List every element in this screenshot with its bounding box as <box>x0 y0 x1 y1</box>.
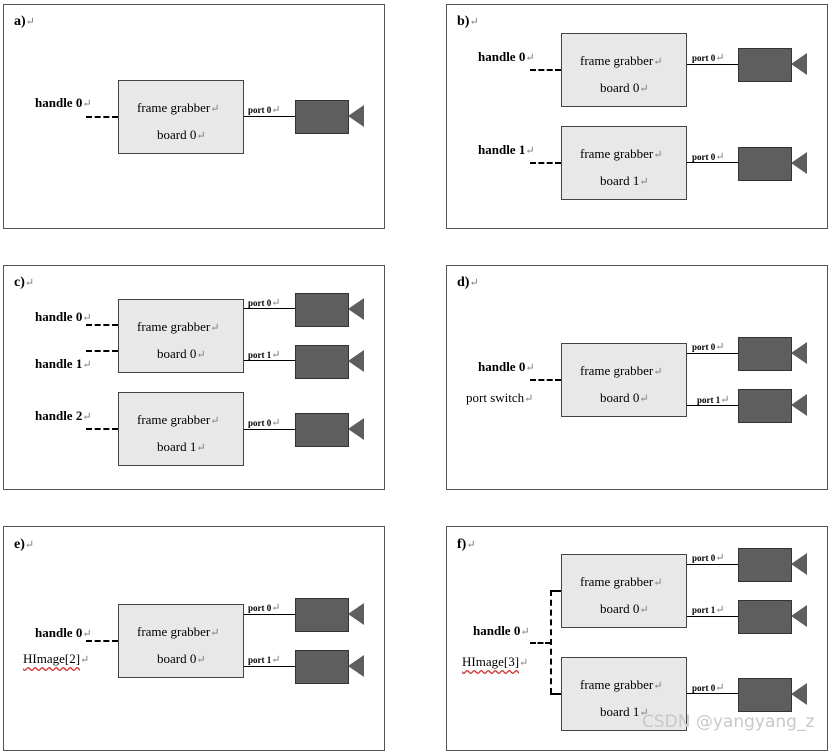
board-line1: frame grabber↵ <box>137 100 220 115</box>
panel-f-camera-0-icon <box>738 548 808 582</box>
panel-a-handle-0: handle 0↵ <box>35 95 92 110</box>
panel-c-port-0-top-line <box>244 308 296 309</box>
panel-c-handle-1-connector <box>86 350 118 352</box>
panel-e-handle-0: handle 0↵ <box>35 625 92 640</box>
panel-f-camera-1-icon <box>738 600 808 634</box>
panel-c-port-0-top-label: port 0↵ <box>248 297 281 309</box>
panel-d-port-0-label: port 0↵ <box>692 341 725 353</box>
panel-a-port-0-line <box>244 116 296 117</box>
board-line2: board 1↵ <box>157 439 206 454</box>
panel-c-camera-0-icon <box>295 293 365 327</box>
board-line1: frame grabber↵ <box>137 412 220 427</box>
panel-a-camera-icon <box>295 100 365 134</box>
board-line2: board 0↵ <box>157 127 206 142</box>
panel-c-handle-2-connector <box>86 428 118 430</box>
panel-b-handle-0-connector <box>530 69 561 71</box>
panel-e-port-1-label: port 1↵ <box>248 654 281 666</box>
board-line1: frame grabber↵ <box>580 53 663 68</box>
panel-c-camera-2-icon <box>295 413 365 447</box>
panel-f-board-1: frame grabber↵ board 1↵ <box>561 657 687 731</box>
panel-f-handle-0: handle 0↵ <box>473 623 530 638</box>
panel-b-label: b)↵ <box>457 14 479 29</box>
panel-a-label: a)↵ <box>14 14 35 29</box>
panel-c-port-1-label: port 1↵ <box>248 349 281 361</box>
panel-b-port-0-bottom-label: port 0↵ <box>692 151 725 163</box>
panel-d-handle-0: handle 0↵ <box>478 359 535 374</box>
panel-d-port-0-line <box>687 353 739 354</box>
panel-e-himage: HImage[2]↵ <box>23 651 90 666</box>
panel-f-port-0-bottom-label: port 0↵ <box>692 682 725 694</box>
board-line2: board 0↵ <box>600 601 649 616</box>
panel-e-port-1-line <box>244 666 296 667</box>
panel-c-board-0: frame grabber↵ board 0↵ <box>118 299 244 373</box>
panel-f-branch-connector <box>550 590 552 694</box>
panel-f-port-1-label: port 1↵ <box>692 604 725 616</box>
panel-b-handle-1: handle 1↵ <box>478 142 535 157</box>
panel-d-port-1-label: port 1↵ <box>697 394 730 406</box>
board-line1: frame grabber↵ <box>580 574 663 589</box>
panel-f-himage: HImage[3]↵ <box>462 654 529 669</box>
board-line2: board 1↵ <box>600 704 649 719</box>
panel-e-handle-0-connector <box>86 640 118 642</box>
panel-f-handle-0-connector <box>530 642 551 644</box>
panel-a-handle-0-connector <box>86 116 118 118</box>
panel-b-board-1: frame grabber↵ board 1↵ <box>561 126 687 200</box>
panel-c-handle-0-connector <box>86 324 118 326</box>
panel-f-camera-2-icon <box>738 678 808 712</box>
panel-b-camera-bottom-icon <box>738 147 808 181</box>
panel-d-board-0: frame grabber↵ board 0↵ <box>561 343 687 417</box>
panel-e-label: e)↵ <box>14 537 35 552</box>
panel-f-board-0: frame grabber↵ board 0↵ <box>561 554 687 628</box>
panel-c-camera-1-icon <box>295 345 365 379</box>
board-line1: frame grabber↵ <box>580 146 663 161</box>
panel-d-handle-0-connector <box>530 379 561 381</box>
panel-b-port-0-top-line <box>687 64 739 65</box>
panel-e-camera-1-icon <box>295 650 365 684</box>
panel-f-port-0-top-label: port 0↵ <box>692 552 725 564</box>
panel-b-camera-top-icon <box>738 48 808 82</box>
panel-f-label: f)↵ <box>457 537 476 552</box>
board-line1: frame grabber↵ <box>580 363 663 378</box>
panel-d-label: d)↵ <box>457 275 479 290</box>
panel-e-camera-0-icon <box>295 598 365 632</box>
board-line1: frame grabber↵ <box>137 624 220 639</box>
panel-b-handle-1-connector <box>530 162 561 164</box>
panel-c-handle-1: handle 1↵ <box>35 356 92 371</box>
panel-f-branch-bottom <box>550 693 561 695</box>
board-line2: board 1↵ <box>600 173 649 188</box>
panel-d-port-switch: port switch↵ <box>466 390 534 405</box>
board-line1: frame grabber↵ <box>580 677 663 692</box>
panel-c-handle-2: handle 2↵ <box>35 408 92 423</box>
panel-c-label: c)↵ <box>14 275 35 290</box>
panel-c-port-0-bottom-label: port 0↵ <box>248 417 281 429</box>
panel-c-handle-0: handle 0↵ <box>35 309 92 324</box>
panel-b-port-0-bottom-line <box>687 162 739 163</box>
panel-d-camera-0-icon <box>738 337 808 371</box>
panel-d-camera-1-icon <box>738 389 808 423</box>
panel-b-board-0: frame grabber↵ board 0↵ <box>561 33 687 107</box>
panel-b-port-0-top-label: port 0↵ <box>692 52 725 64</box>
panel-e-port-0-line <box>244 614 296 615</box>
board-line2: board 0↵ <box>600 390 649 405</box>
panel-a-board-0: frame grabber↵ board 0↵ <box>118 80 244 154</box>
panel-f-port-0-top-line <box>687 564 739 565</box>
board-line2: board 0↵ <box>157 346 206 361</box>
board-line1: frame grabber↵ <box>137 319 220 334</box>
panel-f-port-0-bottom-line <box>687 693 739 694</box>
panel-c-port-0-bottom-line <box>244 429 296 430</box>
panel-c-port-1-line <box>244 360 296 361</box>
panel-d-port-1-line <box>687 405 739 406</box>
watermark: CSDN @yangyang_z <box>642 712 815 732</box>
board-line2: board 0↵ <box>600 80 649 95</box>
board-line2: board 0↵ <box>157 651 206 666</box>
panel-b-handle-0: handle 0↵ <box>478 49 535 64</box>
panel-c-board-1: frame grabber↵ board 1↵ <box>118 392 244 466</box>
panel-e-board-0: frame grabber↵ board 0↵ <box>118 604 244 678</box>
panel-a-port-0-label: port 0↵ <box>248 104 281 116</box>
panel-e-port-0-label: port 0↵ <box>248 602 281 614</box>
panel-f-branch-top <box>550 590 561 592</box>
panel-f-port-1-line <box>687 616 739 617</box>
